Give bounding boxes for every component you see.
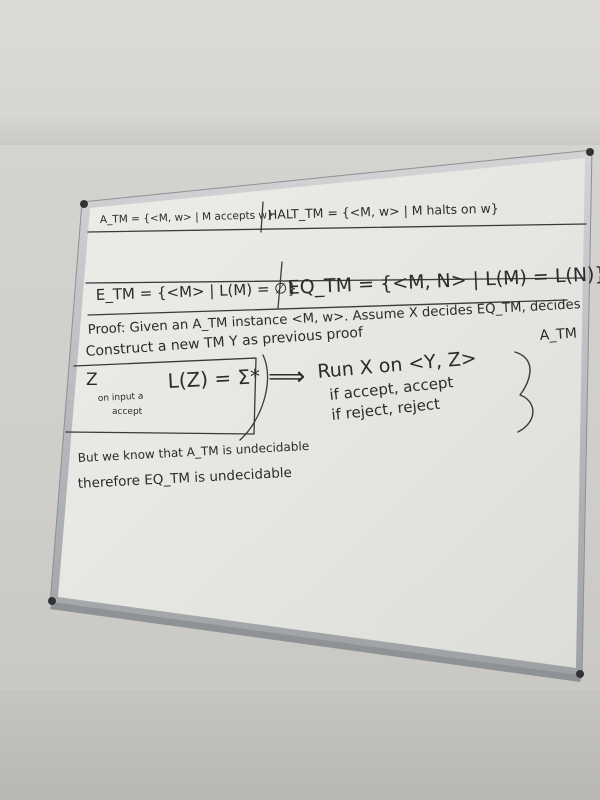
table-line <box>85 277 585 284</box>
wall-shadow <box>0 115 600 145</box>
frame-corner-cap <box>576 670 584 678</box>
table-divider <box>277 261 283 309</box>
halt-definition: HALT_TM = {<M, w> | M halts on w} <box>268 201 499 222</box>
lz-equation: L(Z) = Σ* <box>167 364 261 393</box>
table-line <box>87 223 587 233</box>
ceiling <box>0 0 600 130</box>
z-label: Z <box>86 370 98 390</box>
z-box <box>65 357 257 435</box>
z-box-brace <box>239 354 269 441</box>
z-description: on input a <box>98 392 144 404</box>
whiteboard-surface <box>58 158 585 668</box>
z-description-accept: accept <box>112 407 143 417</box>
proof-atm: A_TM <box>539 325 577 344</box>
frame-corner-cap <box>80 200 88 208</box>
right-brace <box>514 351 534 433</box>
implies-arrow: ⟹ <box>268 362 305 392</box>
table-line <box>87 299 568 316</box>
marker-tray <box>50 602 582 682</box>
frame-corner-cap <box>48 597 56 605</box>
lower-wall-shadow <box>0 690 600 800</box>
atm-definition: A_TM = {<M, w> | M accepts w} <box>100 209 274 226</box>
frame-corner-cap <box>586 148 594 156</box>
table-divider <box>260 201 264 233</box>
